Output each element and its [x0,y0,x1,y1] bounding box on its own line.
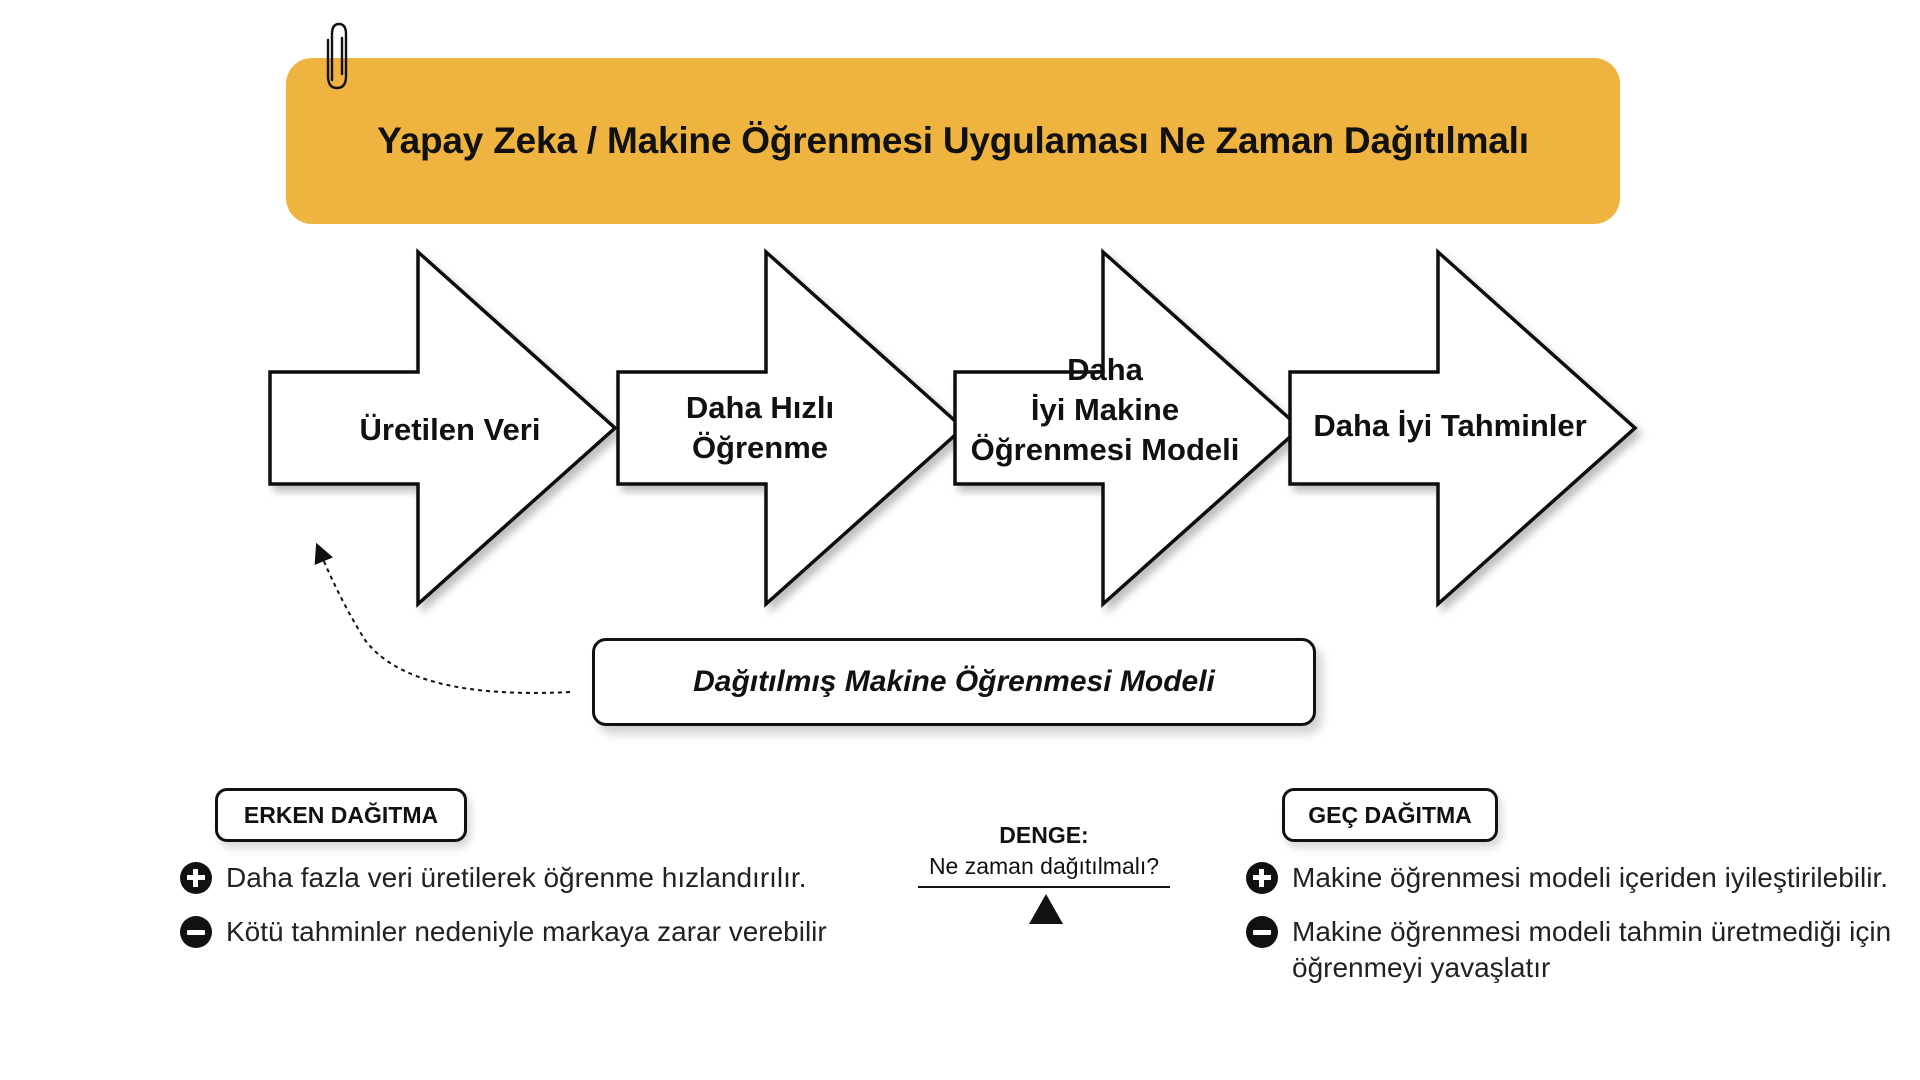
late-pros-row: Makine öğrenmesi modeli içeriden iyileşt… [1246,860,1888,896]
flow-arrow-4 [1288,248,1638,608]
balance-title: DENGE: [999,822,1089,848]
late-cons-row: Makine öğrenmesi modeli tahmin üretmediğ… [1246,914,1891,986]
minus-circle-icon [180,916,212,948]
early-cons-row: Kötü tahminler nedeniyle markaya zarar v… [180,914,827,950]
paperclip-icon [326,22,348,90]
early-deploy-pill: ERKEN DAĞITMA [215,788,467,842]
feedback-arrow [314,542,571,694]
balance-block: DENGE: Ne zaman dağıtılmalı? [918,822,1170,888]
flow-arrow-1 [268,248,618,608]
flow-arrows [268,248,1638,608]
plus-circle-icon [180,862,212,894]
early-pros-row: Daha fazla veri üretilerek öğrenme hızla… [180,860,807,896]
flow-arrow-3 [953,248,1303,608]
balance-question: Ne zaman dağıtılmalı? [918,853,1170,888]
deployed-model-label: Dağıtılmış Makine Öğrenmesi Modeli [693,665,1215,698]
step-label-2: Daha Hızlı Öğrenme [685,390,835,465]
minus-circle-icon [1246,916,1278,948]
fulcrum-triangle-icon [1029,894,1063,924]
step-label-1: Üretilen Veri [359,412,541,447]
page-title: Yapay Zeka / Makine Öğrenmesi Uygulaması… [377,120,1529,161]
early-deploy-title: ERKEN DAĞITMA [243,801,439,828]
late-deploy-title: GEÇ DAĞITMA [1308,801,1472,828]
late-pros-text: Makine öğrenmesi modeli içeriden iyileşt… [1292,862,1889,893]
flow-arrow-2 [616,248,966,608]
plus-circle-icon [1246,862,1278,894]
late-deploy-pill: GEÇ DAĞITMA [1282,788,1498,842]
step-label-3: Daha İyi Makine Öğrenmesi Modeli [970,352,1240,467]
early-pros-text: Daha fazla veri üretilerek öğrenme hızla… [226,862,807,893]
early-cons-text: Kötü tahminler nedeniyle markaya zarar v… [226,916,827,947]
step-label-4: Daha İyi Tahminler [1313,408,1587,443]
title-banner: Yapay Zeka / Makine Öğrenmesi Uygulaması… [286,58,1620,224]
deployed-model-box: Dağıtılmış Makine Öğrenmesi Modeli [592,638,1316,726]
late-cons-text: Makine öğrenmesi modeli tahmin üretmediğ… [1292,916,1892,983]
